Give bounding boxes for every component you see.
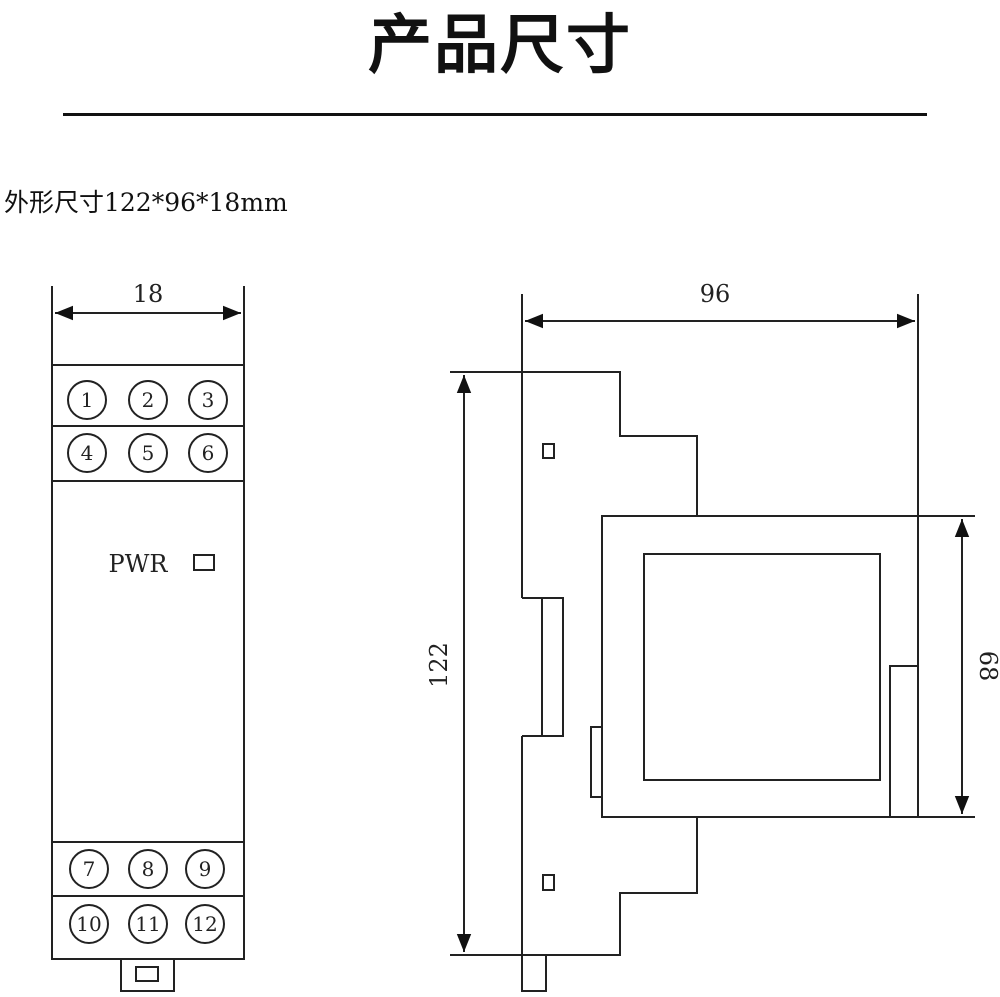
pwr-label: PWR — [109, 550, 169, 578]
terminal-circle — [188, 433, 228, 473]
terminal-circle — [67, 433, 107, 473]
terminal-label-11: 11 — [135, 912, 160, 936]
terminal-circle — [67, 380, 107, 420]
terminal-label-12: 12 — [192, 912, 217, 936]
pwr-indicator-led — [193, 554, 215, 571]
terminal-label-5: 5 — [142, 441, 155, 465]
front-case-tab — [889, 665, 919, 818]
side-view — [450, 294, 975, 992]
terminal-label-7: 7 — [83, 857, 96, 881]
terminal-circle — [128, 380, 168, 420]
height-dimension-label: 122 — [425, 642, 453, 688]
title-divider — [63, 113, 927, 116]
side-view-text: 96 122 68 — [425, 280, 1000, 688]
front-panel-window — [643, 553, 881, 781]
terminal-label-3: 3 — [202, 388, 215, 412]
terminal-label-8: 8 — [142, 857, 155, 881]
side-housing-profile — [521, 371, 698, 956]
terminal-circle — [128, 433, 168, 473]
side-vent-top — [542, 443, 555, 459]
din-clip-slot — [135, 966, 159, 982]
side-vent-bottom — [542, 874, 555, 891]
terminal-circle — [128, 849, 168, 889]
bottom-clip-tab — [521, 954, 547, 992]
terminal-label-9: 9 — [199, 857, 212, 881]
terminal-label-2: 2 — [142, 388, 155, 412]
page-title: 产品尺寸 — [368, 9, 632, 83]
front-height-dimension-label: 68 — [974, 651, 1000, 682]
front-case — [601, 515, 919, 818]
front-view — [51, 286, 245, 992]
terminal-circle — [69, 904, 109, 944]
front-view-text: 18 1 2 3 4 5 6 7 8 9 10 11 12 PWR — [76, 280, 217, 936]
din-clip-tab — [120, 958, 175, 992]
din-rail-clip — [541, 597, 564, 737]
depth-dimension-label: 96 — [700, 280, 731, 308]
terminal-circle — [188, 380, 228, 420]
din-rail-channel — [522, 597, 543, 737]
width-dimension-label: 18 — [133, 280, 164, 308]
terminal-label-1: 1 — [81, 388, 94, 412]
terminal-circle — [185, 849, 225, 889]
terminal-label-6: 6 — [202, 441, 215, 465]
terminal-circle — [69, 849, 109, 889]
overall-dimensions-text: 外形尺寸122*96*18mm — [4, 188, 288, 217]
terminal-circle — [128, 904, 168, 944]
terminal-circle — [185, 904, 225, 944]
side-connector-tab — [590, 726, 603, 798]
terminal-label-10: 10 — [76, 912, 101, 936]
terminal-label-4: 4 — [81, 441, 94, 465]
